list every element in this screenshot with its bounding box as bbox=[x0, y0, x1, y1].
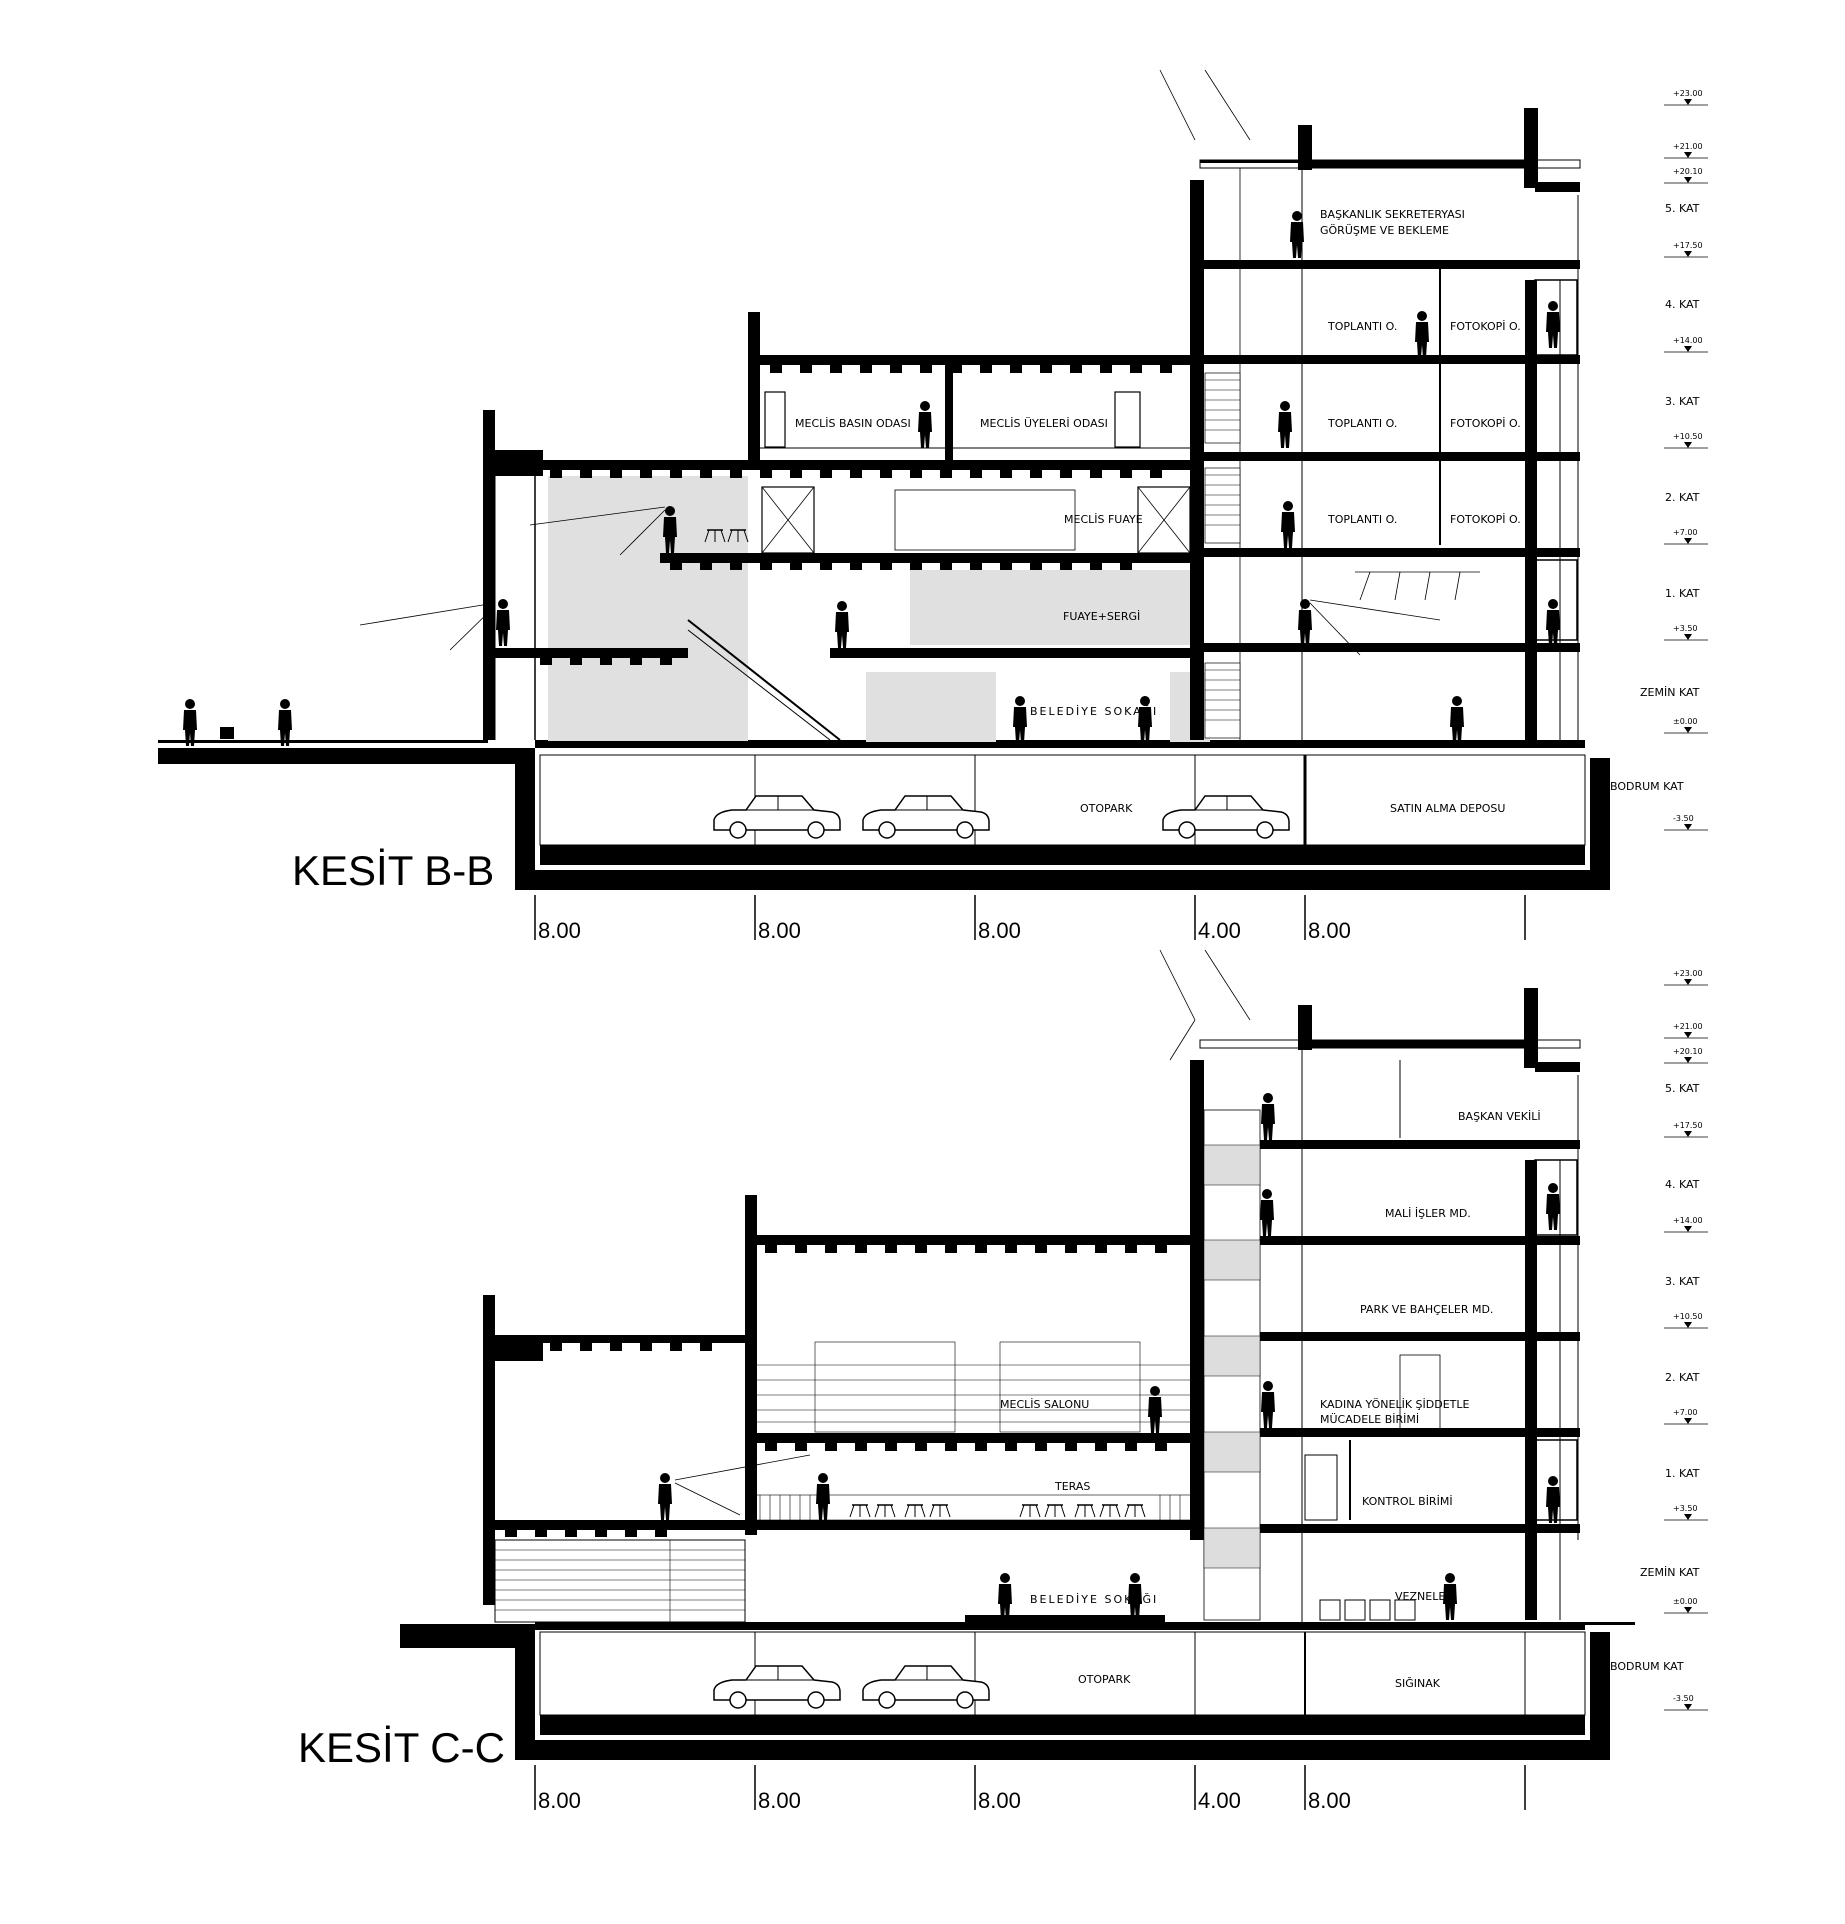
dimension-label: 8.00 bbox=[978, 918, 1021, 943]
elevation-label: -3.50 bbox=[1673, 814, 1694, 823]
room-label: MECLİS SALONU bbox=[1000, 1398, 1089, 1411]
room-label: VEZNELER bbox=[1395, 1590, 1453, 1603]
level-label: 4. KAT bbox=[1665, 1178, 1700, 1191]
elevation-label: +7.00 bbox=[1673, 528, 1698, 537]
room-label: FOTOKOPİ O. bbox=[1450, 320, 1521, 333]
level-label: 5. KAT bbox=[1665, 202, 1700, 215]
level-label: BODRUM KAT bbox=[1610, 1660, 1684, 1673]
dimension-label: 8.00 bbox=[758, 1788, 801, 1813]
dimension-label: 8.00 bbox=[978, 1788, 1021, 1813]
elevation-label: +17.50 bbox=[1673, 241, 1703, 250]
section-b-b: 8.00 8.00 8.00 4.00 8.00 KESİT B-B BAŞKA… bbox=[158, 69, 1709, 943]
level-label: 2. KAT bbox=[1665, 491, 1700, 504]
dimension-label: 8.00 bbox=[1308, 918, 1351, 943]
room-label: BAŞKANLIK SEKRETERYASI bbox=[1320, 208, 1465, 221]
elevation-label: +14.00 bbox=[1673, 1216, 1703, 1225]
level-label: 1. KAT bbox=[1665, 587, 1700, 600]
level-label: 3. KAT bbox=[1665, 395, 1700, 408]
room-label: BELEDİYE SOKAĞI bbox=[1030, 1593, 1158, 1606]
room-label: FUAYE+SERGİ bbox=[1063, 610, 1140, 623]
people-silhouettes bbox=[183, 211, 1560, 746]
section-title: KESİT C-C bbox=[298, 1724, 505, 1771]
room-label: TERAS bbox=[1054, 1480, 1090, 1493]
room-label: FOTOKOPİ O. bbox=[1450, 513, 1521, 526]
elevation-label: +10.50 bbox=[1673, 1312, 1703, 1321]
elevation-label: +20.10 bbox=[1673, 1047, 1703, 1056]
elevation-label: +7.00 bbox=[1673, 1408, 1698, 1417]
level-label: ZEMİN KAT bbox=[1640, 1566, 1700, 1579]
room-label: SATIN ALMA DEPOSU bbox=[1390, 802, 1505, 815]
dimension-label: 8.00 bbox=[758, 918, 801, 943]
room-label: FOTOKOPİ O. bbox=[1450, 417, 1521, 430]
elevation-label: +10.50 bbox=[1673, 432, 1703, 441]
room-label: OTOPARK bbox=[1080, 802, 1133, 815]
room-label: BAŞKAN VEKİLİ bbox=[1458, 1110, 1541, 1123]
level-label: 5. KAT bbox=[1665, 1082, 1700, 1095]
room-label: BELEDİYE SOKAĞI bbox=[1030, 705, 1158, 718]
room-label: MÜCADELE BİRİMİ bbox=[1320, 1413, 1419, 1426]
room-label: OTOPARK bbox=[1078, 1673, 1131, 1686]
room-label: TOPLANTI O. bbox=[1327, 513, 1397, 526]
level-label: BODRUM KAT bbox=[1610, 780, 1684, 793]
dimension-label: 8.00 bbox=[538, 918, 581, 943]
elevation-label: -3.50 bbox=[1673, 1694, 1694, 1703]
dimension-label: 4.00 bbox=[1198, 918, 1241, 943]
elevation-label: +21.00 bbox=[1673, 1022, 1703, 1031]
level-label: ZEMİN KAT bbox=[1640, 686, 1700, 699]
room-label: KONTROL BİRİMİ bbox=[1362, 1495, 1453, 1508]
room-label: MECLİS FUAYE bbox=[1064, 513, 1143, 526]
dimension-label: 8.00 bbox=[1308, 1788, 1351, 1813]
room-label: GÖRÜŞME VE BEKLEME bbox=[1320, 224, 1449, 237]
room-label: TOPLANTI O. bbox=[1327, 320, 1397, 333]
dimension-label: 8.00 bbox=[538, 1788, 581, 1813]
room-label: SIĞINAK bbox=[1395, 1677, 1441, 1690]
elevation-label: +23.00 bbox=[1673, 969, 1703, 978]
room-label: KADINA YÖNELİK ŞİDDETLE bbox=[1320, 1398, 1470, 1411]
elevation-label: +20.10 bbox=[1673, 167, 1703, 176]
elevation-label: +23.00 bbox=[1673, 89, 1703, 98]
room-label: MALİ İŞLER MD. bbox=[1385, 1207, 1471, 1220]
elevation-label: +14.00 bbox=[1673, 336, 1703, 345]
room-label: PARK VE BAHÇELER MD. bbox=[1360, 1303, 1493, 1316]
elevation-label: +17.50 bbox=[1673, 1121, 1703, 1130]
level-label: 4. KAT bbox=[1665, 298, 1700, 311]
dimension-label: 4.00 bbox=[1198, 1788, 1241, 1813]
room-label: MECLİS BASIN ODASI bbox=[795, 417, 911, 430]
section-title: KESİT B-B bbox=[292, 847, 494, 894]
elevation-label: ±0.00 bbox=[1673, 717, 1698, 726]
elevation-label: +21.00 bbox=[1673, 142, 1703, 151]
elevation-label: ±0.00 bbox=[1673, 1597, 1698, 1606]
level-label: 3. KAT bbox=[1665, 1275, 1700, 1288]
room-label: MECLİS ÜYELERİ ODASI bbox=[980, 417, 1108, 430]
elevation-label: +3.50 bbox=[1673, 1504, 1698, 1513]
elevation-label: +3.50 bbox=[1673, 624, 1698, 633]
level-label: 1. KAT bbox=[1665, 1467, 1700, 1480]
section-c-c: 8.00 8.00 8.00 4.00 8.00 KESİT C-C BAŞKA… bbox=[298, 949, 1709, 1813]
level-label: 2. KAT bbox=[1665, 1371, 1700, 1384]
room-label: TOPLANTI O. bbox=[1327, 417, 1397, 430]
people-silhouettes bbox=[658, 1093, 1560, 1620]
